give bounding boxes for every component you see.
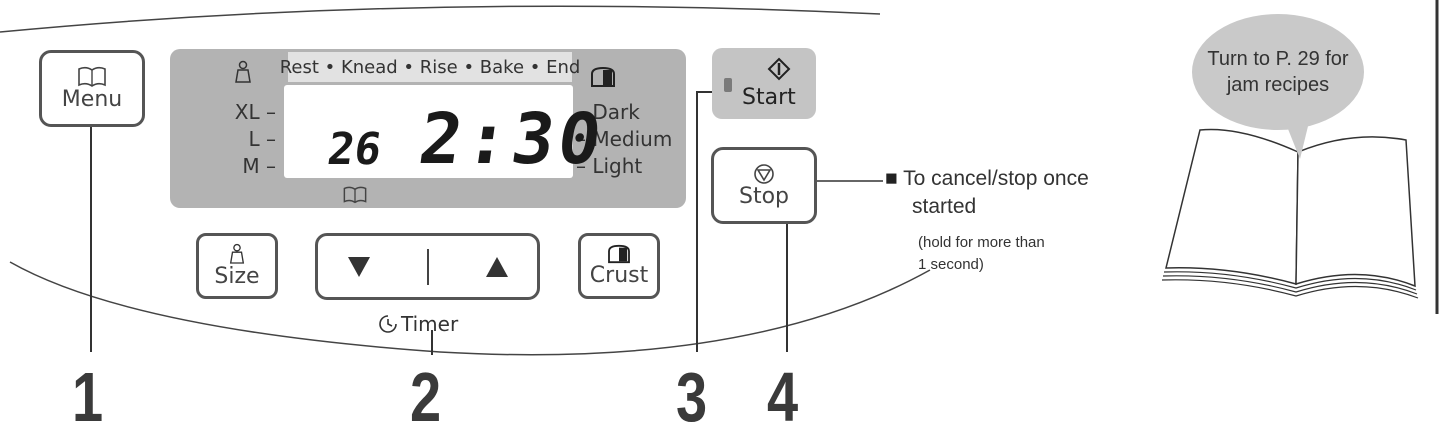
size-l-label: L – xyxy=(248,127,277,151)
size-button-label: Size xyxy=(214,264,260,289)
bubble-line2: jam recipes xyxy=(1226,74,1330,96)
callout-2: 2 xyxy=(410,358,442,436)
bread-icon xyxy=(591,66,615,87)
stop-button[interactable]: Stop xyxy=(711,147,817,224)
timer-divider xyxy=(426,248,429,285)
stop-note-line1: ■ To cancel/stop once xyxy=(885,167,1089,190)
timer-caption: Timer xyxy=(378,312,458,336)
crust-medium-label: – Medium xyxy=(576,127,673,151)
timer-button[interactable] xyxy=(315,233,540,300)
start-button-label: Start xyxy=(742,85,796,110)
bubble-line1: Turn to P. 29 for xyxy=(1207,48,1349,70)
display-screen xyxy=(284,85,573,178)
weight-icon xyxy=(235,60,251,83)
start-diamond-icon xyxy=(767,57,791,81)
start-button[interactable]: Start xyxy=(712,48,816,119)
crust-light-label: – Light xyxy=(576,154,643,178)
stop-circle-icon xyxy=(754,163,774,184)
size-m-label: M – xyxy=(242,154,276,178)
crust-button[interactable]: Crust xyxy=(578,233,660,299)
menu-button-label: Menu xyxy=(61,86,123,112)
callout-3: 3 xyxy=(676,358,708,436)
size-xl-label: XL – xyxy=(234,100,276,124)
triangle-up-icon[interactable] xyxy=(484,255,510,279)
start-indicator-light xyxy=(724,78,732,92)
size-button[interactable]: Size xyxy=(196,233,278,299)
display-book-icon xyxy=(343,186,367,204)
size-weight-icon xyxy=(229,243,245,264)
timer-label: Timer xyxy=(401,312,459,336)
time-readout: 2:30 xyxy=(414,98,611,180)
callout-1: 1 xyxy=(72,358,104,436)
recipe-book-icon xyxy=(1161,128,1419,299)
clock-icon xyxy=(379,315,397,333)
crust-bread-icon xyxy=(608,244,630,264)
stop-note-line3: (hold for more than xyxy=(918,234,1045,251)
stop-button-label: Stop xyxy=(738,183,789,209)
stop-note-line4: 1 second) xyxy=(918,256,984,273)
speech-bubble xyxy=(1192,14,1364,159)
callout-4: 4 xyxy=(767,358,799,436)
stop-note-bullet: ■ xyxy=(885,167,898,190)
stage-indicator: Rest • Knead • Rise • Bake • End xyxy=(280,52,580,82)
crust-dark-label: – Dark xyxy=(576,100,640,124)
menu-number-readout: 26 xyxy=(324,124,385,175)
menu-button[interactable]: Menu xyxy=(39,50,145,127)
crust-button-label: Crust xyxy=(589,263,649,288)
book-icon xyxy=(78,66,106,87)
triangle-down-icon[interactable] xyxy=(346,255,372,279)
stop-note-line2: started xyxy=(912,195,977,218)
